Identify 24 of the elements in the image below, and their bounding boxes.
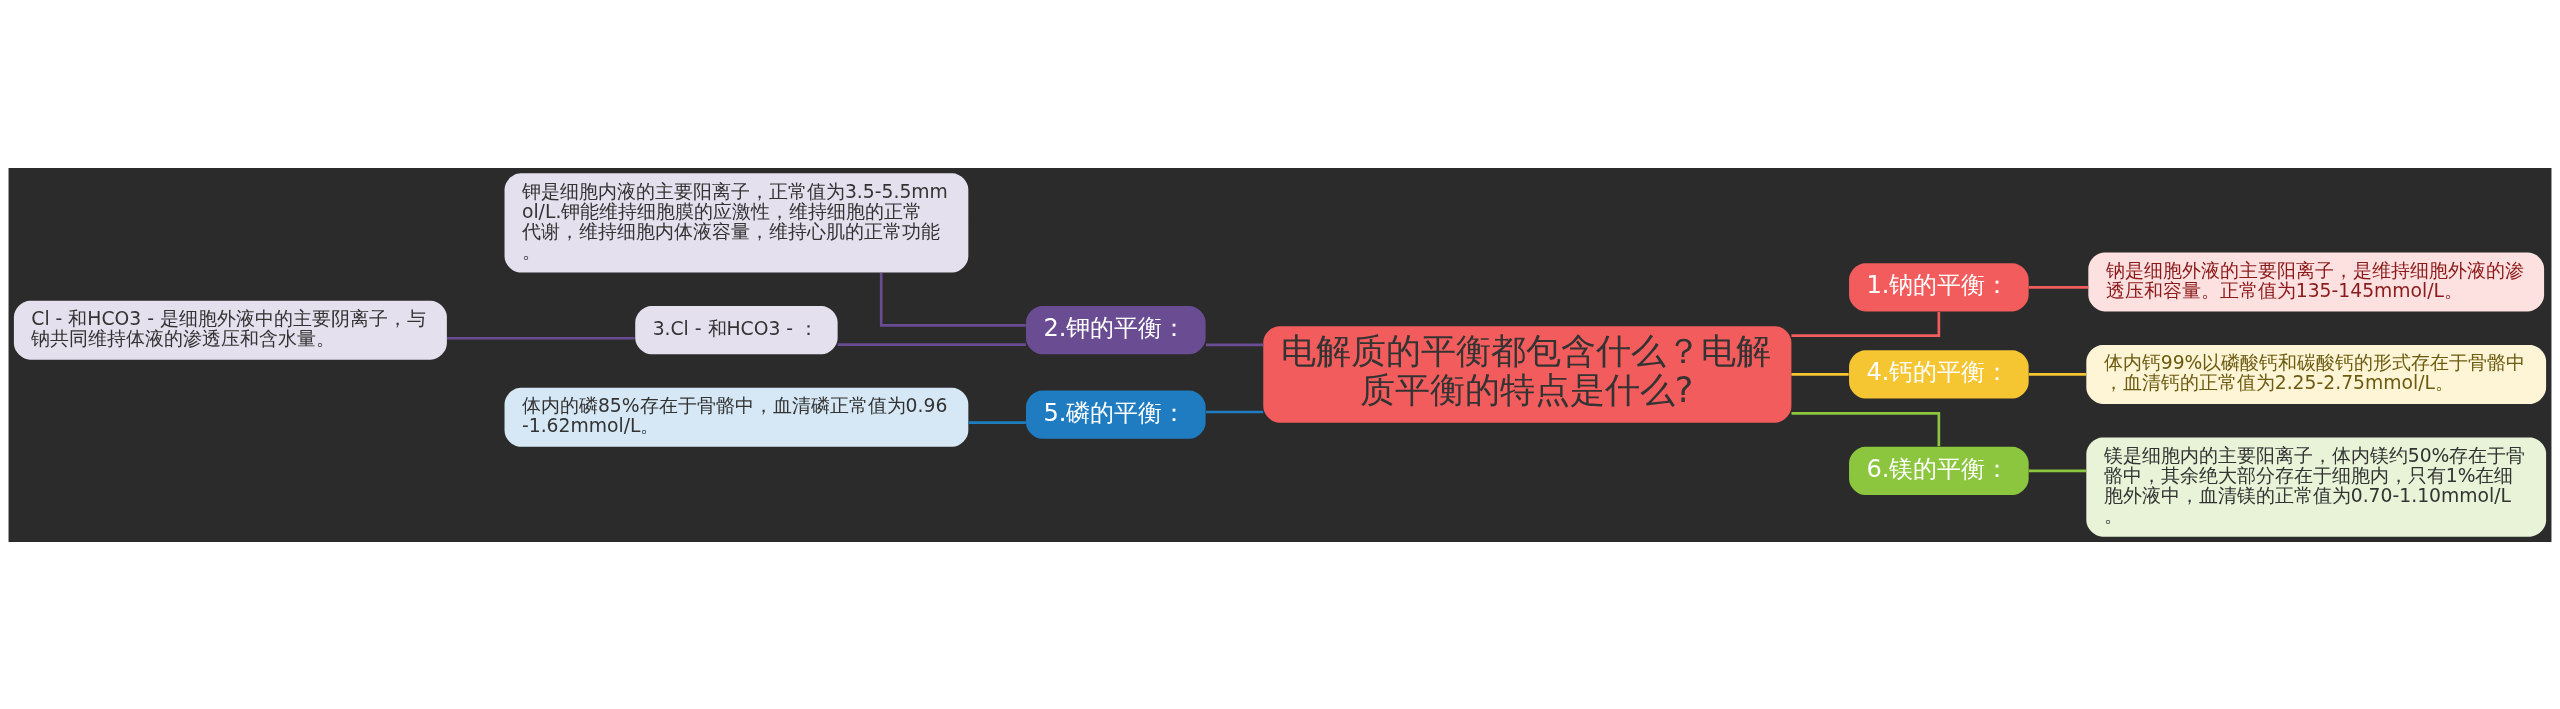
node-box: 3.Cl - 和HCO3 - ：: [635, 305, 838, 354]
node-box: 电解质的平衡都包含什么？电解质平衡的特点是什么?: [1263, 325, 1792, 423]
connector: [447, 336, 635, 340]
node-box: 1.钠的平衡：: [1849, 262, 2029, 311]
connector: [1205, 343, 1264, 346]
node-box: 4.钙的平衡：: [1849, 349, 2029, 399]
node-box: Cl - 和HCO3 - 是细胞外液中的主要阴离子，与钠共同维持体液的渗透压和含水量。: [13, 300, 447, 360]
connector: [837, 342, 1026, 346]
connector: [1791, 311, 1941, 337]
connector: [2028, 469, 2086, 472]
node-box: 6.镁的平衡：: [1849, 446, 2029, 495]
connector: [2028, 285, 2089, 289]
node-box: 体内的磷85%存在于骨骼中，血清磷正常值为0.96-1.62mmol/L。: [504, 387, 969, 447]
node-box: 镁是细胞内的主要阳离子，体内镁约50%存在于骨骼中，其余绝大部分存在于细胞内，只有1%在细胞外液中，血清镁的正常值为0.70-1.10mmol/L。: [2086, 436, 2547, 537]
node-box: 钾是细胞内液的主要阳离子，正常值为3.5-5.5mmol/L.钾能维持细胞膜的应激性，维持细胞的正常代谢，维持细胞内体液容量，维持心肌的正常功能。: [504, 172, 969, 273]
connector: [968, 420, 1026, 424]
connector: [1205, 410, 1264, 413]
node-box: 2.钾的平衡：: [1025, 305, 1206, 354]
connector: [2028, 372, 2086, 376]
node-box: 体内钙99%以磷酸钙和碳酸钙的形式存在于骨骼中，血清钙的正常值为2.25-2.75mmol/L。: [2086, 344, 2547, 404]
node-box: 5.磷的平衡：: [1025, 390, 1206, 439]
node-box: 钠是细胞外液的主要阳离子，是维持细胞外液的渗透压和容量。正常值为135-145mmol/L。: [2088, 251, 2545, 311]
connector: [1791, 372, 1849, 376]
connector: [879, 272, 1026, 327]
